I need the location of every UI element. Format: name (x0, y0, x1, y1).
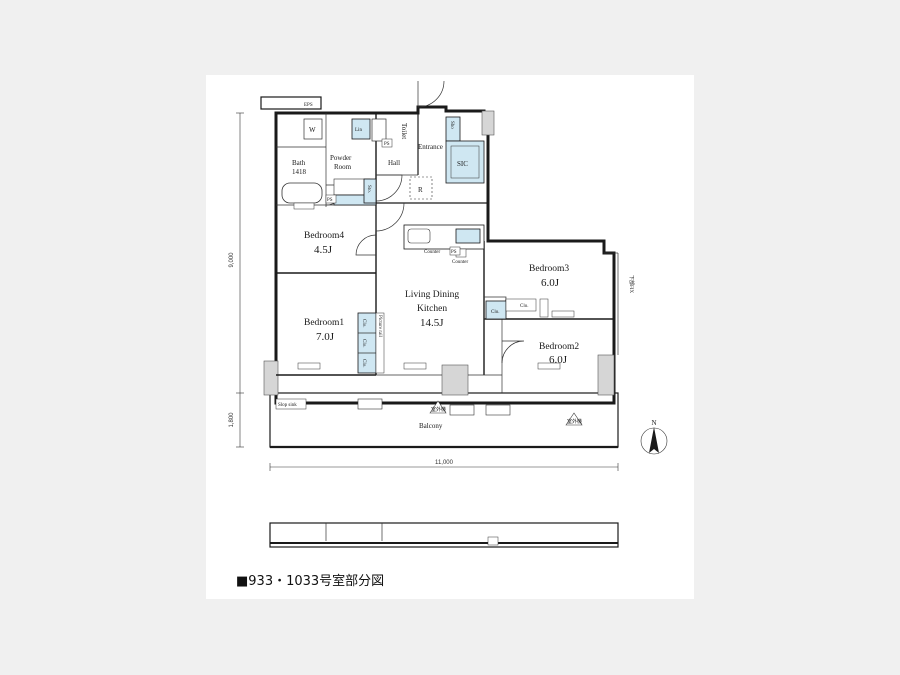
label-eps: EPS (304, 103, 313, 108)
label-bedroom2-size: 6.0J (549, 354, 568, 366)
exterior-walls (260, 96, 619, 449)
floor-plan-drawing: 9,000 1,800 11,000 (229, 80, 668, 548)
label-bedroom2: Bedroom2 (539, 342, 579, 352)
label-outdoor-unit-1: 室外機 (431, 406, 446, 413)
label-ps-kitchen: PS (451, 250, 457, 255)
dimension-lines (236, 112, 619, 471)
floor-plan-sheet: 9,000 1,800 11,000 (206, 75, 694, 599)
label-closet-bedroom1-a: Clo. (361, 319, 366, 327)
label-ldk-size: 14.5J (420, 317, 444, 329)
label-toilet: Toilet (400, 123, 408, 139)
label-bedroom3: Bedroom3 (529, 264, 569, 274)
label-bedroom4-size: 4.5J (314, 244, 333, 256)
label-ps-toilet: PS (384, 142, 390, 147)
label-bedroom3-size: 6.0J (541, 277, 560, 289)
label-hall: Hall (388, 159, 400, 167)
fixtures (275, 116, 619, 426)
label-washer: W (309, 126, 316, 134)
label-closet-bedroom1-c: Clo. (361, 359, 366, 367)
label-slop-sink: Slop sink (278, 403, 297, 408)
label-ps-bath: PS (327, 198, 333, 203)
label-bath: Bath (292, 159, 306, 167)
label-sic: SIC (457, 160, 468, 168)
label-bedroom4: Bedroom4 (304, 231, 344, 241)
dimension-height-balcony: 1,800 (229, 412, 235, 428)
label-counter-2: Counter (452, 260, 468, 265)
compass-north-label: N (651, 419, 656, 427)
label-fix-window: 下部FIX (628, 275, 635, 293)
floor-plan-caption: ■933・1033号室部分図 (236, 574, 385, 589)
lower-floor-partial (269, 522, 619, 548)
label-balcony: Balcony (419, 422, 443, 430)
label-fridge: R (418, 186, 423, 194)
label-entrance: Entrance (418, 143, 443, 151)
label-bedroom1-size: 7.0J (316, 331, 335, 343)
label-picture-rail: Picture rail (377, 315, 382, 338)
label-outdoor-unit-2: 室外機 (567, 418, 582, 425)
label-closet-bedroom3: Clo. (520, 304, 528, 309)
label-closet-bedroom1-b: Clo. (361, 339, 366, 347)
label-living-dining: Living Dining (405, 290, 459, 300)
label-closet-bedroom2: Clo. (491, 310, 499, 315)
label-bedroom1: Bedroom1 (304, 318, 344, 328)
label-linen: Lin (355, 128, 362, 133)
dimension-width: 11,000 (435, 460, 454, 466)
label-shoe: Sho (449, 121, 454, 129)
label-powder-room-2: Room (334, 163, 352, 171)
label-bath-size: 1418 (292, 168, 307, 176)
label-kitchen: Kitchen (417, 304, 447, 314)
north-compass (640, 427, 668, 455)
label-powder-room-1: Powder (330, 154, 352, 162)
label-counter: Counter (424, 250, 440, 255)
dimension-height-main: 9,000 (229, 252, 235, 268)
label-storage: Sto. (366, 185, 371, 193)
